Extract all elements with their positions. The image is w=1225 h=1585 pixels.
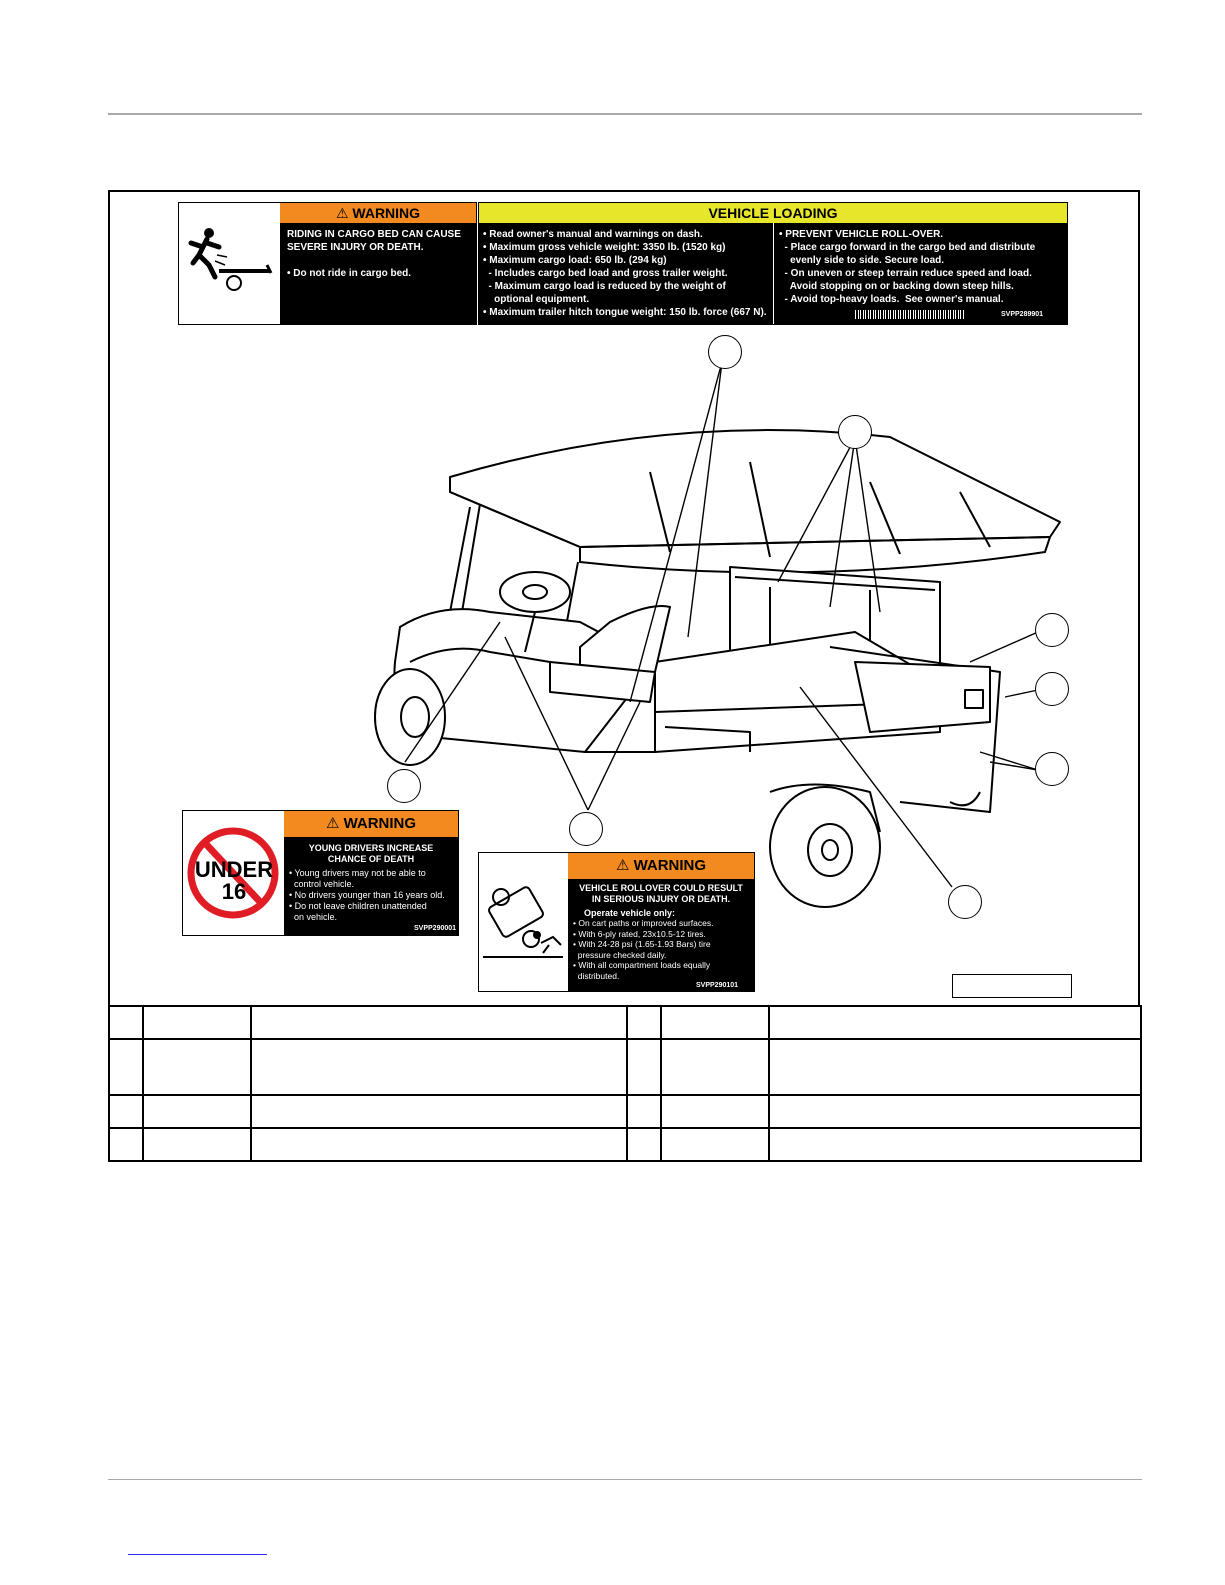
header-rule [108,113,1142,115]
rollover-bullets: • On cart paths or improved surfaces. • … [573,918,714,981]
loading-code: SVPP289901 [1001,311,1044,318]
warning-triangle-icon: ⚠ [615,857,630,874]
callout-4 [1035,672,1069,706]
callout-6 [387,769,421,803]
under-16-number: 16 [221,879,247,904]
table-row [108,1127,1142,1162]
figure-id-box [952,974,1072,998]
rollover-warning-header: WARNING [633,857,707,874]
footer-rule [108,1479,1142,1480]
loading-left-text: • Read owner's manual and warnings on da… [483,229,767,318]
young-bullets: • Young drivers may not be able to contr… [289,868,445,922]
table-row [108,1005,1142,1040]
young-headline: YOUNG DRIVERS INCREASE CHANCE OF DEATH [308,843,434,864]
callout-1 [708,335,742,369]
rollover-code: SVPP290101 [696,982,739,989]
rollover-subhead: Operate vehicle only: [584,908,676,918]
decal-rollover: ⚠ WARNING VEHICLE ROLLOVER COULD RESULT … [478,852,755,992]
barcode [854,310,964,319]
under-16-word: UNDER [194,857,274,882]
decal-young-drivers: UNDER 16 ⚠ WARNING YOUNG DRIVERS INCREAS… [182,810,459,936]
vehicle-rollover-icon [483,886,563,958]
rollover-headline: VEHICLE ROLLOVER COULD RESULT IN SERIOUS… [579,883,743,904]
person-falling-from-cargo-bed-icon [188,228,273,291]
table-row [108,1038,1142,1096]
loading-header: VEHICLE LOADING [479,203,1067,223]
vehicle-illustration [374,361,1061,908]
cargo-warning-header: WARNING [352,205,421,221]
callout-3 [1035,613,1069,647]
decal-location-figure: ⚠ WARNING RIDING IN CARGO BED CAN CAUSE … [108,190,1140,1005]
callout-7 [569,812,603,846]
table-row [108,1094,1142,1129]
decal-vehicle-loading: VEHICLE LOADING • Read owner's manual an… [478,202,1068,325]
under-16-sign-icon [187,827,279,919]
callout-5 [1035,752,1069,786]
callout-2 [838,415,872,449]
young-warning-header: WARNING [343,815,417,832]
cargo-warning-text: RIDING IN CARGO BED CAN CAUSE SEVERE INJ… [287,229,461,279]
loading-right-text: • PREVENT VEHICLE ROLL-OVER. - Place car… [779,229,1036,305]
young-code: SVPP290001 [414,925,457,932]
warning-triangle-icon: ⚠ [335,205,349,221]
decal-cargo-bed: ⚠ WARNING RIDING IN CARGO BED CAN CAUSE … [178,202,477,325]
callout-8 [948,885,982,919]
legend-table [108,1005,1142,1162]
warning-triangle-icon: ⚠ [325,815,340,832]
footer-link[interactable] [128,1554,267,1555]
